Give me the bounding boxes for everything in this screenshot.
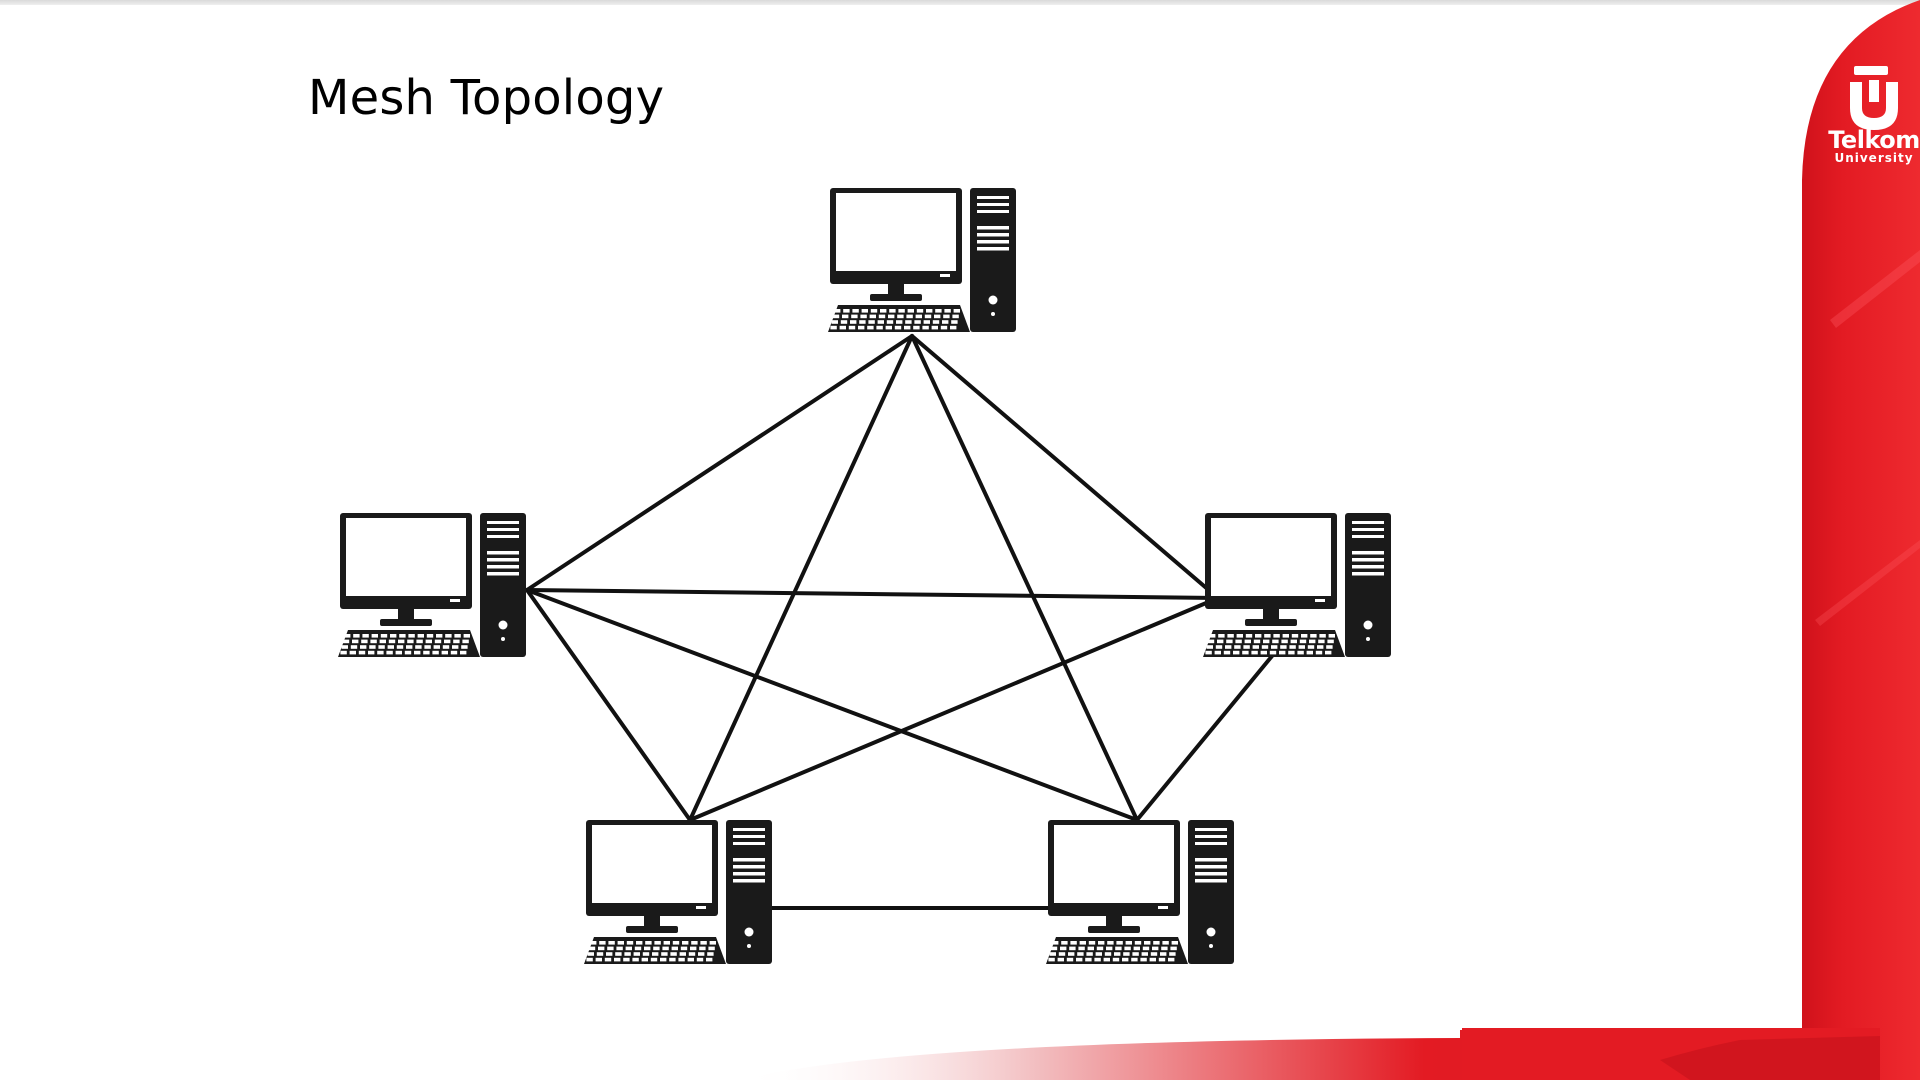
link-left-bottom-right — [525, 588, 1139, 822]
link-top-right — [910, 334, 1220, 600]
network-links — [525, 334, 1279, 910]
network-nodes — [338, 188, 1391, 964]
desktop-computer-icon — [1046, 820, 1234, 964]
link-top-bottom-right — [910, 334, 1139, 822]
link-right-bottom-left — [688, 596, 1220, 822]
top-divider — [0, 0, 1920, 5]
desktop-computer-icon — [338, 513, 526, 657]
slide-title: Mesh Topology — [308, 70, 665, 126]
desktop-computer-icon — [584, 820, 772, 964]
link-right-bottom-right — [1135, 648, 1279, 822]
link-left-bottom-left — [525, 588, 692, 822]
desktop-computer-icon — [828, 188, 1016, 332]
desktop-computer-icon — [1203, 513, 1391, 657]
link-left-right — [525, 588, 1220, 600]
link-top-left — [525, 334, 914, 592]
link-top-bottom-left — [688, 334, 914, 822]
logo-subtitle: University — [1834, 151, 1914, 165]
logo-name: Telkom — [1828, 126, 1920, 154]
